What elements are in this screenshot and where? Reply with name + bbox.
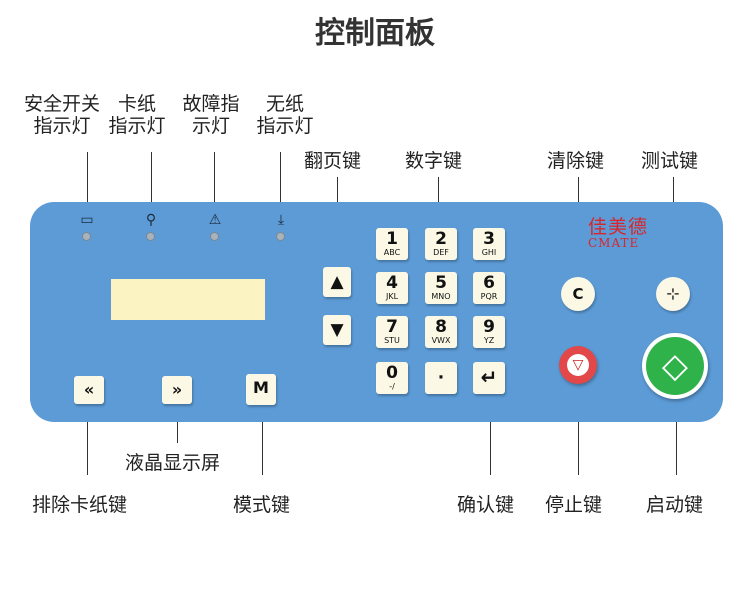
- battery-outline-icon: ▭: [80, 212, 94, 228]
- page-title: 控制面板: [315, 16, 435, 51]
- dot-key[interactable]: ·: [425, 362, 457, 394]
- indicator-label-no-paper: 无纸 指示灯: [250, 93, 320, 137]
- key-digit: 8: [435, 317, 447, 337]
- connector-line: [177, 405, 178, 443]
- key-digit: 5: [435, 273, 447, 293]
- label-line: 卡纸: [117, 93, 156, 115]
- key-digit: ·: [437, 368, 445, 388]
- connector-line: [151, 152, 152, 212]
- connector-line: [262, 405, 263, 475]
- fault-led: [210, 232, 219, 241]
- key-letters: STU: [384, 336, 400, 345]
- connector-line: [87, 405, 88, 475]
- callout-test-key: 测试键: [641, 150, 699, 172]
- connector-line: [578, 387, 579, 475]
- warning-icon: ⚠: [208, 212, 222, 228]
- key-letters: MNO: [431, 292, 451, 301]
- key-digit: 3: [483, 229, 495, 249]
- forward-button[interactable]: »: [162, 376, 192, 404]
- callout-page-keys: 翻页键: [304, 150, 362, 172]
- connector-line: [490, 398, 491, 475]
- key-digit: 1: [386, 229, 398, 249]
- callout-start-key: 启动键: [646, 494, 704, 516]
- key-digit: 4: [386, 273, 398, 293]
- brand-name-cn: 佳美德: [588, 216, 649, 238]
- label-line: 示灯: [191, 115, 230, 137]
- key-letters: -/: [389, 382, 395, 391]
- clear-jam-button[interactable]: «: [74, 376, 104, 404]
- no-paper-led: [276, 232, 285, 241]
- lcd-display: [111, 279, 265, 320]
- key-letters: YZ: [483, 336, 495, 345]
- callout-mode-key: 模式键: [233, 494, 291, 516]
- indicator-label-safety: 安全开关 指示灯: [18, 93, 106, 137]
- safety-switch-led: [82, 232, 91, 241]
- indicator-label-fault: 故障指 示灯: [176, 93, 246, 137]
- key-digit: 6: [483, 273, 495, 293]
- key-digit: 2: [435, 229, 447, 249]
- start-icon: ◇: [646, 337, 704, 395]
- key-digit: 7: [386, 317, 398, 337]
- stop-icon: ▽: [567, 354, 589, 376]
- brand-name-en: CMATE: [588, 236, 640, 250]
- callout-clear-jam-key: 排除卡纸键: [32, 494, 128, 516]
- key-letters: PQR: [480, 292, 498, 301]
- indicator-label-jam: 卡纸 指示灯: [103, 93, 171, 137]
- confirm-button[interactable]: ↵: [473, 362, 505, 394]
- key-digit: 0: [386, 363, 398, 383]
- stop-button[interactable]: ▽: [559, 346, 597, 384]
- label-line: 指示灯: [256, 115, 314, 137]
- clear-button[interactable]: C: [561, 277, 595, 311]
- connector-line: [214, 152, 215, 212]
- page-down-button[interactable]: ▼: [323, 315, 351, 345]
- label-line: 故障指: [182, 93, 240, 115]
- callout-lcd: 液晶显示屏: [125, 452, 221, 474]
- key-letters: JKL: [385, 292, 399, 301]
- paper-jam-icon: ⚲: [145, 212, 157, 228]
- callout-confirm-key: 确认键: [457, 494, 515, 516]
- connector-line: [280, 152, 281, 212]
- callout-number-keys: 数字键: [405, 150, 463, 172]
- digit-key-0[interactable]: 0-/: [376, 362, 408, 394]
- key-letters: DEF: [433, 248, 449, 257]
- callout-stop-key: 停止键: [545, 494, 603, 516]
- enter-icon: ↵: [480, 365, 498, 389]
- key-digit: 9: [483, 317, 495, 337]
- callout-clear-key: 清除键: [547, 150, 605, 172]
- key-letters: VWX: [431, 336, 451, 345]
- connector-line: [676, 395, 677, 475]
- key-letters: GHI: [481, 248, 497, 257]
- test-button[interactable]: ⊹: [656, 277, 690, 311]
- page-up-button[interactable]: ▲: [323, 267, 351, 297]
- mode-button[interactable]: M: [246, 374, 276, 405]
- paper-jam-led: [146, 232, 155, 241]
- no-paper-icon: ⤓: [277, 212, 285, 228]
- start-button[interactable]: ◇: [642, 333, 708, 399]
- connector-line: [87, 152, 88, 212]
- label-line: 指示灯: [33, 115, 91, 137]
- key-letters: ABC: [383, 248, 401, 257]
- label-line: 安全开关: [23, 93, 100, 115]
- label-line: 指示灯: [108, 115, 166, 137]
- label-line: 无纸: [265, 93, 304, 115]
